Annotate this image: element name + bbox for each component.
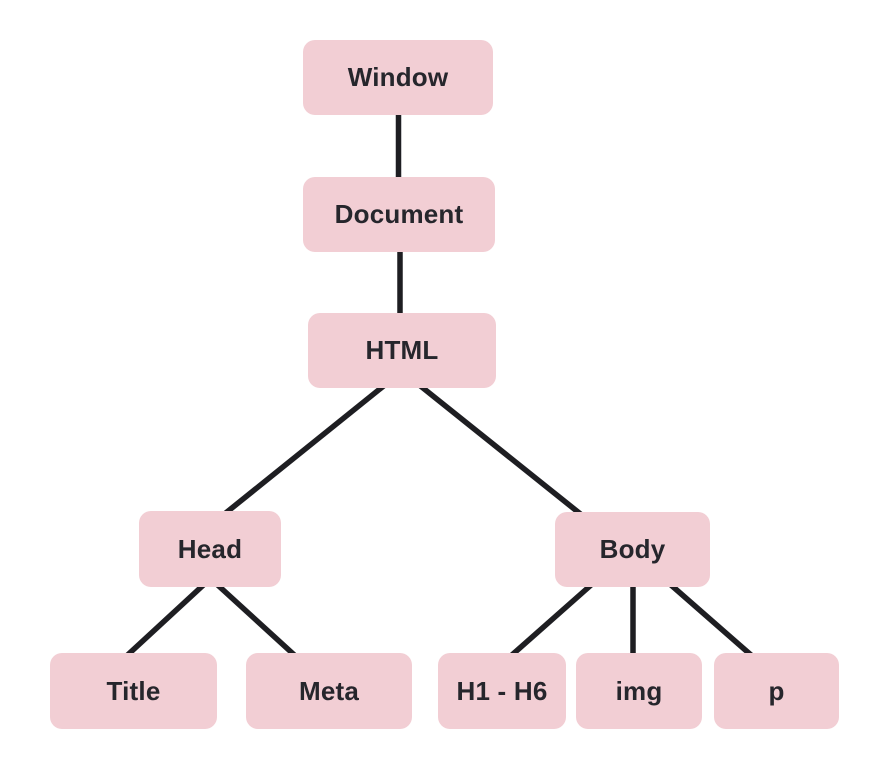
node-body-label: Body <box>599 534 666 564</box>
node-meta-label: Meta <box>298 675 360 706</box>
edge-head-title <box>118 575 213 665</box>
node-h1-h6: H1 - H6 <box>438 653 566 729</box>
node-document-label: Document <box>334 199 464 229</box>
node-meta: Meta <box>246 653 412 729</box>
node-head-label: Head <box>177 533 243 564</box>
node-img-label: img <box>615 675 663 706</box>
node-head: Head <box>139 511 281 587</box>
node-html-label: HTML <box>365 335 439 365</box>
node-title-label: Title <box>106 675 161 706</box>
node-p: p <box>714 653 839 729</box>
node-html: HTML <box>308 313 496 388</box>
edge-html-body <box>411 377 590 523</box>
node-h1-h6-label: H1 - H6 <box>456 675 548 706</box>
node-p-label: p <box>768 675 785 706</box>
node-window-label: Window <box>347 62 449 92</box>
node-body: Body <box>555 512 710 587</box>
node-window: Window <box>303 40 493 115</box>
node-document: Document <box>303 177 495 252</box>
edge-body-p <box>661 575 761 665</box>
node-img: img <box>576 653 702 729</box>
edge-html-head <box>215 377 393 523</box>
edge-head-meta <box>208 575 304 665</box>
node-title: Title <box>50 653 217 729</box>
edge-body-h1h6 <box>502 575 601 665</box>
